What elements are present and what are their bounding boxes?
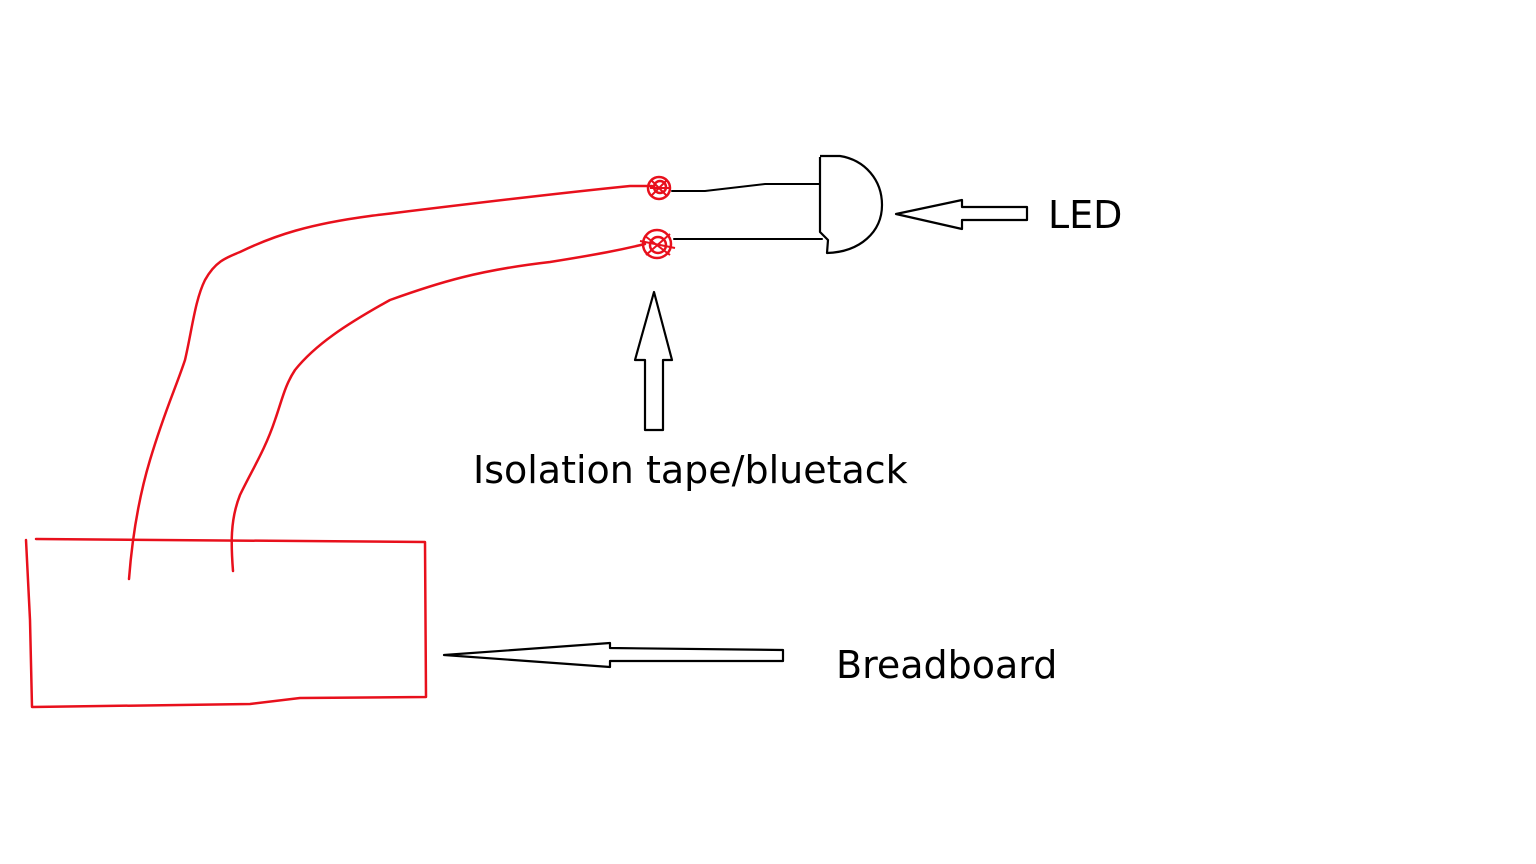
tape-blob-lower	[639, 228, 676, 260]
led-label: LED	[1048, 193, 1123, 237]
tape-blob-upper	[646, 175, 672, 201]
arrow-to-led	[894, 198, 1029, 231]
led-body	[818, 154, 884, 255]
led-leg-upper	[671, 183, 821, 192]
arrow-to-breadboard	[442, 641, 785, 669]
isolation-tape-label: Isolation tape/bluetack	[473, 448, 908, 492]
arrow-to-tape	[633, 290, 674, 432]
wire-upper	[127, 184, 654, 581]
breadboard-label: Breadboard	[836, 643, 1058, 687]
wire-lower	[230, 242, 647, 573]
breadboard-rectangle	[24, 537, 428, 709]
